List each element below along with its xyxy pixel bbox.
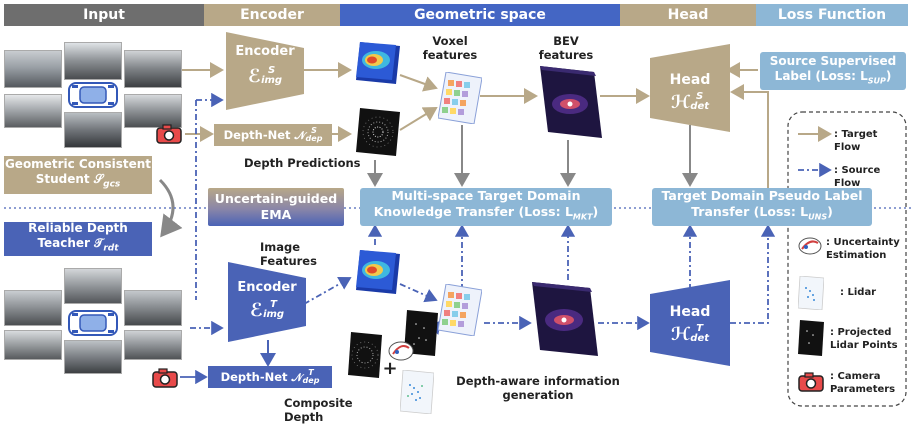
source-bev-features — [540, 66, 602, 138]
target-car-icon — [68, 310, 118, 336]
header-input: Input — [4, 4, 204, 26]
source-image-feature-map — [356, 42, 400, 84]
uns-line2: Transfer (Loss: LUNS) — [691, 204, 833, 222]
source-car-icon — [68, 82, 118, 108]
target-image-feature-map — [356, 250, 400, 294]
supervised-line1: Source Supervised — [769, 53, 897, 68]
legend-lidar-icon — [797, 275, 825, 311]
source-camera-image-1 — [4, 50, 62, 88]
header-head: Head — [620, 4, 756, 26]
legend-source-flow: : Source Flow — [834, 165, 881, 189]
source-camera-image-6 — [124, 94, 182, 128]
source-depth-predictions-image — [356, 108, 400, 156]
target-camera-image-4 — [4, 330, 62, 360]
mkt-line1: Multi-space Target Domain — [391, 188, 581, 204]
uns-line1: Target Domain Pseudo Label — [661, 188, 863, 204]
uncertainty-estimation-icon — [388, 340, 414, 362]
target-head-title: Head — [669, 304, 711, 320]
target-encoder-title: Encoder — [237, 280, 297, 295]
target-camera-parameters-icon — [152, 368, 178, 388]
uncertain-guided-ema: Uncertain-guided EMA — [208, 188, 344, 226]
legend-target-flow: : Target Flow — [834, 129, 878, 153]
target-camera-image-2 — [64, 268, 122, 304]
target-depth-image — [348, 332, 382, 378]
legend-projected-lidar-points: : Projected Lidar Points — [830, 327, 898, 351]
target-camera-image-5 — [64, 340, 122, 374]
lidar-pointcloud-image — [399, 369, 435, 415]
source-encoder-title: Encoder — [235, 44, 295, 59]
header-loss-function: Loss Function — [756, 4, 908, 26]
source-camera-image-3 — [124, 50, 182, 88]
supervised-line2: Label (Loss: LSUP) — [774, 68, 892, 86]
bev-features-label: BEV features — [538, 34, 594, 62]
image-features-label: Image Features — [260, 240, 317, 268]
teacher-line2: Teacher 𝒯rdt — [37, 236, 119, 254]
student-line1: Geometric Consistent — [4, 157, 152, 172]
legend-lidar: : Lidar — [840, 287, 877, 298]
depth-aware-generation-label: Depth-aware information generation — [456, 374, 620, 402]
target-voxel-features — [437, 283, 483, 337]
source-camera-parameters-icon — [156, 124, 182, 144]
legend-uncertainty-icon — [798, 236, 822, 256]
source-supervised-label: Source Supervised Label (Loss: LSUP) — [760, 52, 906, 90]
student-line2: Student 𝒮gcs — [35, 172, 121, 190]
composite-depth-label: Composite Depth — [284, 396, 353, 424]
plus-symbol: + — [382, 358, 398, 379]
ema-line2: EMA — [260, 207, 292, 222]
depth-predictions-label: Depth Predictions — [244, 156, 361, 170]
source-head-title: Head — [669, 72, 711, 88]
legend-camera-icon — [798, 372, 824, 392]
legend-uncertainty-estimation: : Uncertainty Estimation — [826, 237, 900, 261]
source-voxel-features — [437, 71, 483, 125]
target-bev-features — [532, 282, 598, 356]
legend-projected-lidar-icon — [798, 320, 824, 356]
geometric-consistent-student: Geometric Consistent Student 𝒮gcs — [4, 156, 152, 194]
target-camera-image-1 — [4, 290, 62, 326]
target-camera-image-6 — [124, 330, 182, 360]
source-camera-image-4 — [4, 94, 62, 128]
target-camera-image-3 — [124, 290, 182, 326]
teacher-line1: Reliable Depth — [28, 221, 128, 236]
header-encoder: Encoder — [204, 4, 340, 26]
mkt-line2: Knowledge Transfer (Loss: LMKT) — [373, 204, 599, 222]
legend-camera-parameters: : Camera Parameters — [830, 371, 896, 395]
reliable-depth-teacher: Reliable Depth Teacher 𝒯rdt — [4, 221, 152, 256]
ema-line1: Uncertain-guided — [214, 191, 338, 206]
header-geometric-space: Geometric space — [340, 4, 620, 26]
source-camera-image-2 — [64, 42, 122, 80]
projected-lidar-image — [404, 310, 438, 356]
target-pseudo-label-transfer: Target Domain Pseudo Label Transfer (Los… — [652, 188, 872, 226]
multi-space-knowledge-transfer: Multi-space Target Domain Knowledge Tran… — [360, 188, 612, 226]
source-camera-image-5 — [64, 112, 122, 148]
voxel-features-label: Voxel features — [422, 34, 478, 62]
